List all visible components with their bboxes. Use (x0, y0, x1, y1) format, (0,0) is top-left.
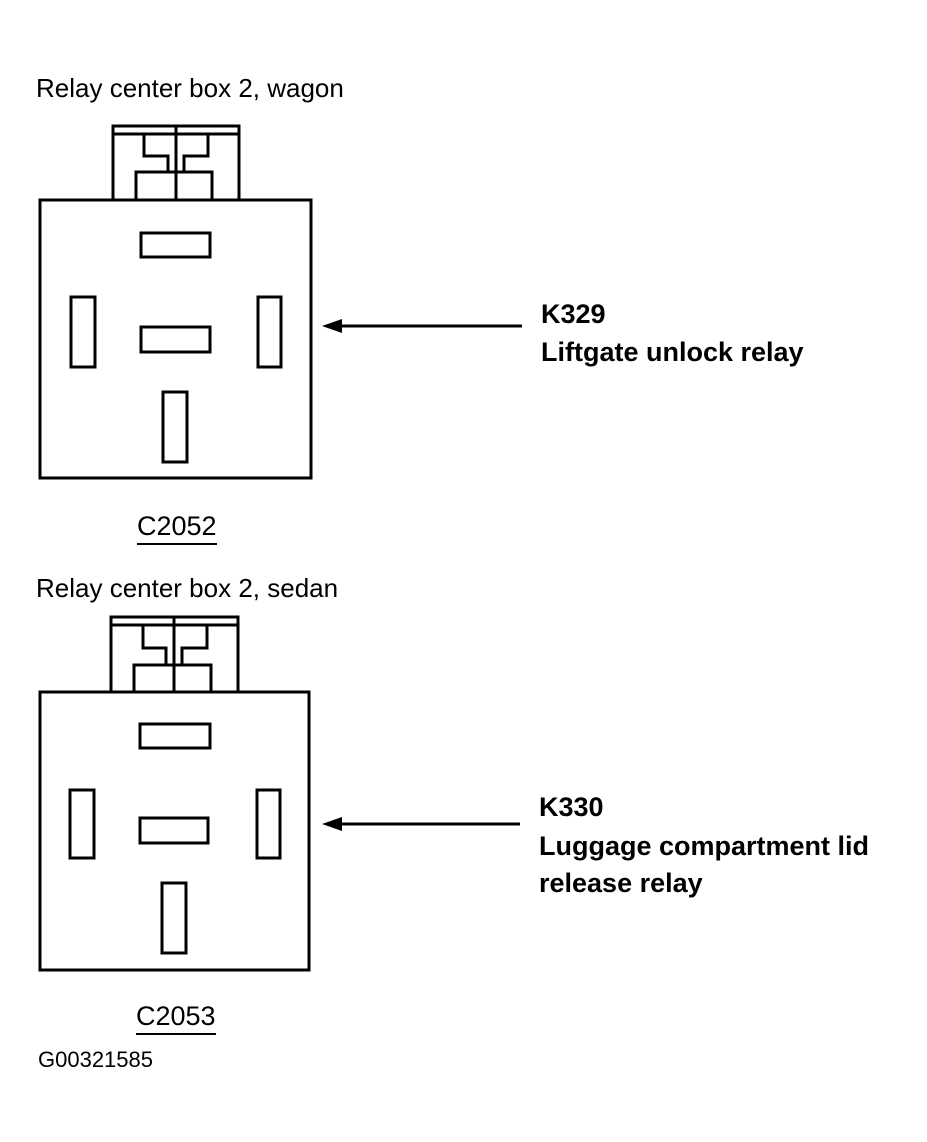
relay-1-terminal-bottom (161, 390, 189, 464)
relay-2-terminal-left (68, 788, 96, 860)
relay-2-name-line-1: Luggage compartment lid (539, 831, 870, 861)
relay-2-terminal-bottom (160, 881, 188, 955)
relay-1-connector-id: C2052 (137, 511, 217, 545)
figure-id: G00321585 (38, 1047, 153, 1072)
relay-2-terminal-top (138, 722, 212, 750)
relay-1-latch-tab (134, 134, 170, 200)
relay-2-connector-id: C2053 (136, 1001, 216, 1035)
relay-2-code: K330 (539, 792, 604, 822)
relay-2-terminal-right (255, 788, 282, 860)
relay-1-terminal-top (139, 231, 212, 259)
relay-1-code: K329 (541, 299, 606, 329)
relay-1-heading: Relay center box 2, wagon (36, 73, 344, 103)
relay-2-latch-tab (132, 625, 168, 692)
relay-1-body (38, 198, 313, 480)
relay-2-terminal-center (138, 816, 210, 845)
relay-2-name-line-2: release relay (539, 868, 703, 898)
relay-2-arrowhead-icon (322, 817, 342, 831)
relay-2-heading: Relay center box 2, sedan (36, 573, 339, 603)
relay-1-name-line-1: Liftgate unlock relay (541, 337, 804, 367)
relay-1-terminal-right (256, 295, 283, 369)
relay-1-latch-tab (182, 134, 214, 200)
relay-2-body (38, 690, 311, 972)
relay-1-terminal-left (69, 295, 97, 369)
relay-1-terminal-center (139, 325, 212, 354)
relay-2-latch-tab (180, 625, 213, 692)
relay-1-arrowhead-icon (322, 319, 342, 333)
